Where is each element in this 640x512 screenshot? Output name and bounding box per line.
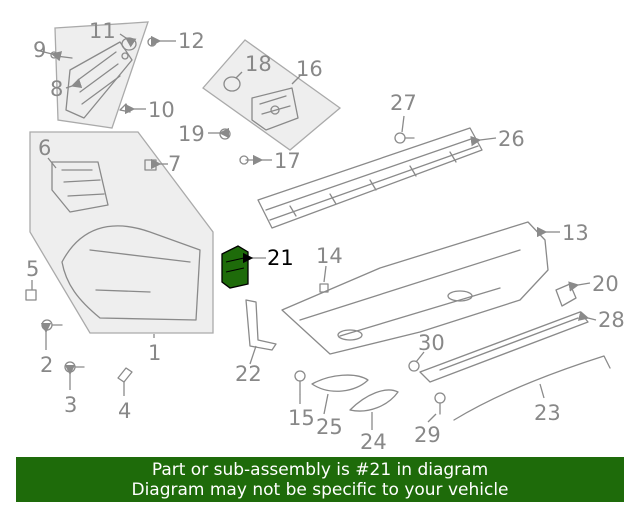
callout-27[interactable]: 27 — [390, 91, 417, 115]
callout-1[interactable]: 1 — [148, 341, 161, 365]
leader-30 — [415, 351, 425, 363]
callout-15[interactable]: 15 — [288, 406, 315, 430]
group-panel-cover-1 — [29, 131, 214, 334]
clip-4-part[interactable] — [117, 367, 133, 383]
callout-5[interactable]: 5 — [26, 257, 39, 281]
banner-line-1: Part or sub-assembly is #21 in diagram — [151, 460, 489, 480]
nut-30-part[interactable] — [408, 360, 420, 372]
leader-28 — [577, 310, 597, 321]
leader-23 — [539, 383, 545, 399]
callout-4[interactable]: 4 — [118, 399, 131, 423]
leader-16 — [291, 75, 301, 85]
callout-24[interactable]: 24 — [360, 430, 387, 454]
leader-9 — [35, 49, 63, 62]
leader-11 — [119, 33, 137, 48]
leader-20 — [568, 281, 591, 292]
callout-11[interactable]: 11 — [89, 19, 116, 43]
callout-20[interactable]: 20 — [592, 272, 619, 296]
bumper-cover-1-part[interactable] — [61, 225, 201, 321]
bolt-27-part[interactable] — [394, 132, 415, 144]
trim-25-part[interactable] — [311, 374, 369, 392]
leader-6 — [47, 157, 57, 169]
clip-5-part[interactable] — [25, 289, 37, 301]
callout-29[interactable]: 29 — [414, 423, 441, 447]
callout-26[interactable]: 26 — [498, 127, 525, 151]
callout-2[interactable]: 2 — [40, 353, 53, 377]
moulding-23-part[interactable] — [453, 355, 611, 421]
callout-21[interactable]: 21 — [267, 246, 294, 270]
grommet-18-part[interactable] — [223, 76, 241, 92]
callout-9[interactable]: 9 — [33, 38, 46, 62]
clip-10-part[interactable] — [119, 103, 131, 113]
leader-18 — [235, 71, 243, 79]
callout-16[interactable]: 16 — [296, 57, 323, 81]
callout-12[interactable]: 12 — [178, 29, 205, 53]
bolt-29-part[interactable] — [434, 392, 446, 415]
trim-24-part[interactable] — [349, 389, 399, 412]
callout-25[interactable]: 25 — [316, 415, 343, 439]
leader-29 — [427, 413, 437, 423]
bracket-6-part[interactable] — [51, 161, 109, 213]
callout-30[interactable]: 30 — [418, 331, 445, 355]
bolt-2-part[interactable] — [41, 319, 63, 331]
callout-10[interactable]: 10 — [148, 98, 175, 122]
leader-27 — [401, 115, 405, 133]
group-panel-bracket-16 — [202, 39, 342, 151]
nut-19-part[interactable] — [219, 128, 231, 140]
screw-3-part[interactable] — [64, 361, 85, 373]
bumper-cover-13-part[interactable] — [281, 221, 549, 355]
callout-17[interactable]: 17 — [274, 149, 301, 173]
bracket-8-part[interactable] — [65, 41, 133, 119]
callout-6[interactable]: 6 — [38, 136, 51, 160]
nut-12-part[interactable] — [147, 37, 157, 47]
leader-22 — [249, 345, 257, 365]
clip-14-part[interactable] — [319, 283, 329, 293]
callout-23[interactable]: 23 — [534, 401, 561, 425]
reinforcement-26-part[interactable] — [257, 127, 483, 229]
banner-line-2: Diagram may not be specific to your vehi… — [131, 480, 509, 500]
callout-13[interactable]: 13 — [562, 221, 589, 245]
callout-14[interactable]: 14 — [316, 244, 343, 268]
callout-19[interactable]: 19 — [178, 122, 205, 146]
leader-14 — [323, 265, 327, 283]
callout-22[interactable]: 22 — [235, 362, 262, 386]
bolt-17-part[interactable] — [239, 155, 259, 165]
leader-8 — [65, 78, 83, 89]
bracket-21-part[interactable] — [221, 245, 249, 289]
callout-28[interactable]: 28 — [598, 308, 625, 332]
callout-18[interactable]: 18 — [245, 52, 272, 76]
bracket-16-part[interactable] — [251, 87, 299, 131]
callout-3[interactable]: 3 — [64, 393, 77, 417]
callout-7[interactable]: 7 — [168, 152, 181, 176]
callout-8[interactable]: 8 — [50, 77, 63, 101]
bracket-22-part[interactable] — [245, 299, 277, 351]
diffuser-28-part[interactable] — [419, 311, 589, 383]
sensor-20-part[interactable] — [555, 283, 577, 307]
leader-26 — [470, 135, 497, 147]
leader-25 — [323, 393, 329, 415]
info-banner: Part or sub-assembly is #21 in diagram D… — [16, 457, 624, 502]
bolt-15-part[interactable] — [294, 370, 306, 395]
